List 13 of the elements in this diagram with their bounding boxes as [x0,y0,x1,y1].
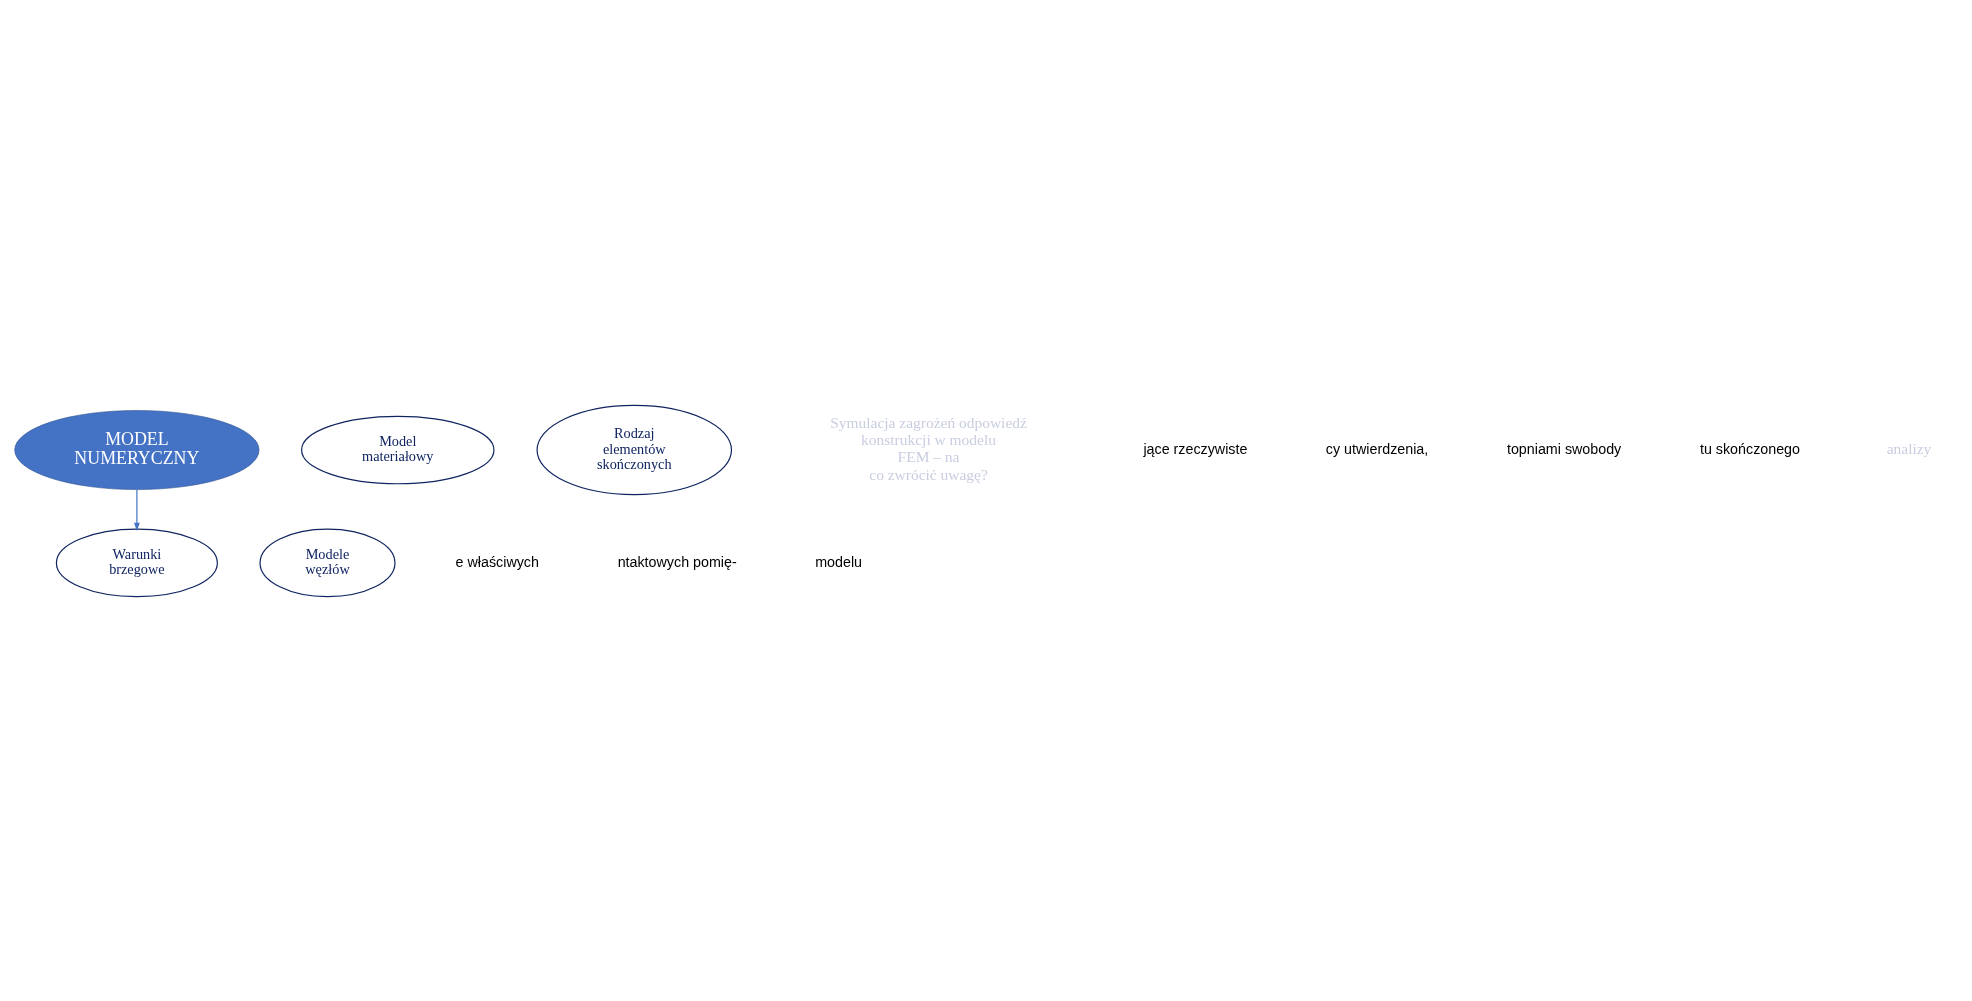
label: e właściwych [455,553,539,570]
arrow [133,488,140,531]
node-ellipse: MODEL NUMERYCZNY [14,409,260,490]
label: tu skończonego [1699,440,1800,457]
label: jące rzeczywiste [1143,440,1248,457]
label: topniami swobody [1506,440,1622,457]
label: cy utwierdzenia, [1325,440,1429,457]
label: modelu [815,553,863,570]
node-ellipse: Model materiałowy [301,415,495,484]
node-ellipse: Rodzaj elementów skończonych [536,404,733,495]
label: ntaktowych pomię- [617,553,737,570]
node-ellipse: Modele węzłów [259,528,396,597]
node-ellipse: Warunki brzegowe [55,528,218,597]
